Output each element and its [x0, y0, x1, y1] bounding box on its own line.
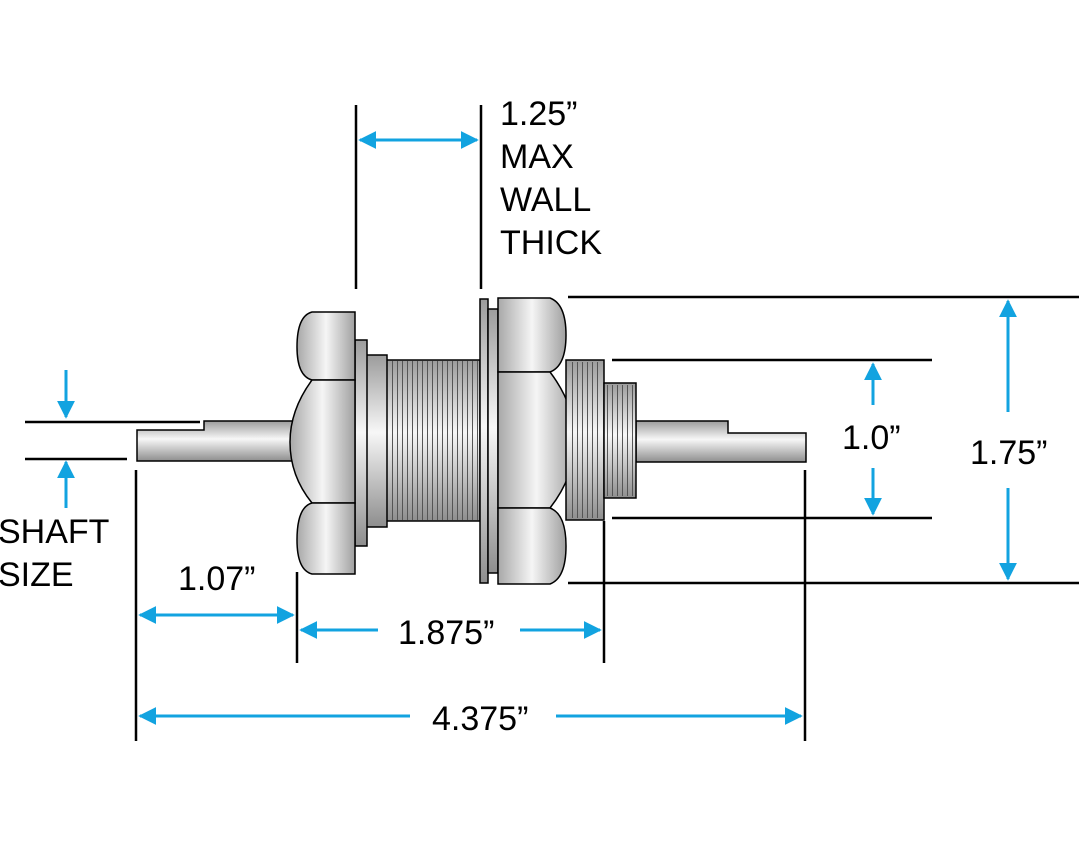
wall-washer	[479, 298, 489, 584]
shaft-size-label: SHAFT SIZE	[0, 513, 109, 594]
shaft-size-line-1: SHAFT	[0, 513, 109, 551]
left-hex-nut	[289, 311, 356, 575]
wall-thickness-line-4: THICK	[500, 224, 602, 262]
shaft-size-line-2: SIZE	[0, 556, 74, 594]
thread-diameter-label: 1.0”	[842, 419, 901, 457]
right-hex-flange	[497, 297, 576, 585]
fitting-body	[136, 297, 807, 585]
wall-thickness-line-3: WALL	[500, 181, 591, 219]
extension-lines	[25, 105, 1079, 741]
flange-diameter-label: 1.75”	[970, 434, 1048, 472]
left-collar	[365, 354, 388, 528]
wall-thickness-label: 1.25” MAX WALL THICK	[500, 95, 602, 262]
body-length-label: 1.875”	[398, 614, 494, 652]
right-shaft	[635, 420, 807, 463]
wall-thickness-line-2: MAX	[500, 138, 574, 176]
left-shaft	[136, 420, 301, 462]
overall-length-label: 4.375”	[432, 700, 528, 738]
dimension-arrows	[57, 131, 1017, 725]
wall-thickness-line-1: 1.25”	[500, 95, 578, 133]
shaft-length-label: 1.07”	[178, 560, 256, 598]
